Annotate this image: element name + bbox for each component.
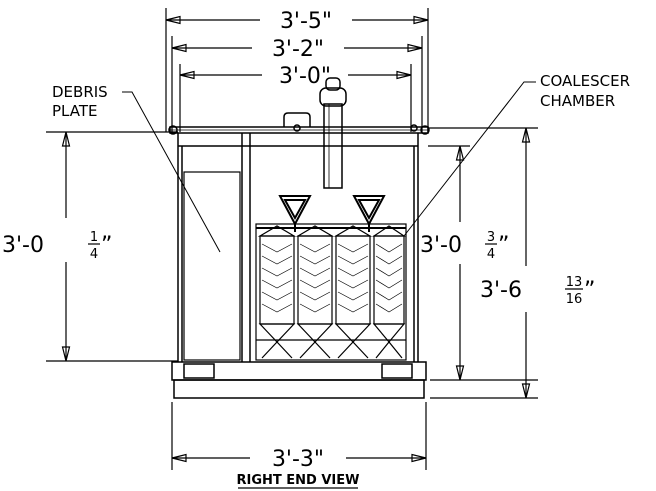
- svg-text:4: 4: [90, 247, 98, 262]
- funnel-right: [352, 195, 386, 232]
- bottom-dimension: [171, 402, 427, 470]
- debris-plate-offset-holes: [183, 171, 241, 361]
- svg-text:”: ”: [498, 233, 509, 258]
- coalescer-label-line2: CHAMBER: [540, 92, 615, 110]
- outlet-cap: [325, 77, 341, 91]
- cover-bolt-mid-right: [410, 124, 418, 132]
- debris-plate-leader: [122, 91, 221, 253]
- overall-width-text: 3'-5": [280, 9, 332, 34]
- tank-base-plate: [173, 379, 425, 399]
- lifting-handle: [283, 112, 311, 127]
- svg-text:3'-6: 3'-6: [480, 278, 522, 303]
- cover-bolt-mid-left: [293, 124, 301, 132]
- debris-plate: [183, 171, 241, 361]
- flange-width-text: 3'-2": [272, 37, 324, 62]
- coalescer-block-1: [259, 235, 295, 325]
- funnel-left: [278, 195, 312, 232]
- base-skid-right: [381, 363, 413, 379]
- svg-text:4: 4: [487, 247, 495, 262]
- svg-text:”: ”: [584, 278, 595, 303]
- svg-text:3'-0: 3'-0: [420, 233, 462, 258]
- coalescer-media: [255, 223, 407, 361]
- tank-body: [168, 112, 430, 399]
- right-height-dimensions: [428, 127, 538, 399]
- svg-text:13: 13: [566, 275, 583, 290]
- svg-text:16: 16: [566, 292, 583, 307]
- svg-text:”: ”: [101, 233, 112, 258]
- coalescer-height-text: 3'-0 3 4 ”: [420, 230, 509, 262]
- svg-text:1: 1: [90, 230, 98, 245]
- cover-bolt-left: [168, 125, 178, 135]
- coalescer-block-3: [335, 235, 371, 325]
- cover-bolt-right: [420, 125, 430, 135]
- base-width-text: 3'-3": [272, 447, 324, 472]
- coalescer-label-line1: COALESCER: [540, 72, 630, 90]
- outlet-pipe: [319, 77, 347, 189]
- debris-plate-label-line1: DEBRIS: [52, 83, 108, 101]
- debris-plate-label-line2: PLATE: [52, 102, 97, 120]
- coalescer-block-2: [297, 235, 333, 325]
- svg-text:3'-0: 3'-0: [2, 233, 44, 258]
- debris-height-text: 3'-0 1 4 ”: [2, 230, 112, 262]
- overall-height-text: 3'-6 13 16 ”: [480, 275, 595, 307]
- base-skid-left: [183, 363, 215, 379]
- svg-text:3: 3: [487, 230, 495, 245]
- outlet-elbow: [319, 87, 347, 107]
- coalescer-leader: [403, 81, 536, 237]
- left-height-dimension: [46, 131, 178, 362]
- inner-width-text: 3'-0": [279, 64, 331, 89]
- view-title: RIGHT END VIEW: [237, 473, 360, 488]
- top-dimensions: [165, 8, 429, 132]
- coalescer-block-4: [373, 235, 405, 325]
